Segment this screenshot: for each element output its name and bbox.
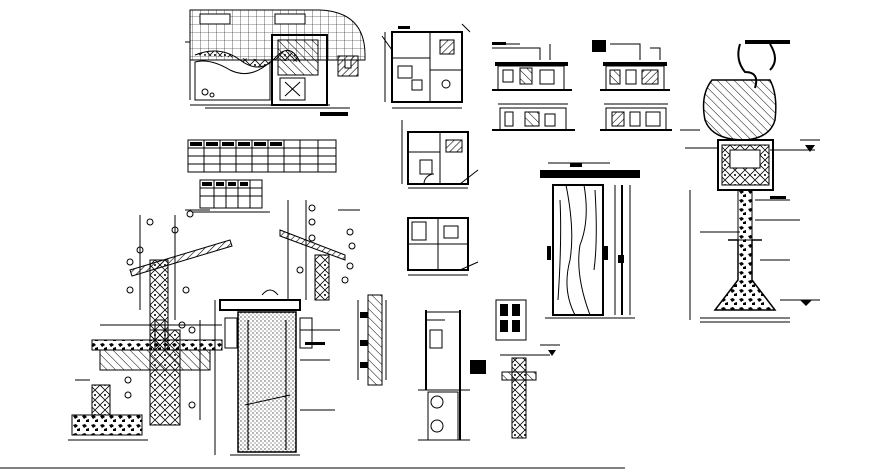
foundation-small xyxy=(68,376,148,441)
small-footing xyxy=(500,344,560,439)
water-tank-section xyxy=(680,40,820,323)
roof-detail-left xyxy=(126,209,233,351)
column-section xyxy=(214,289,340,456)
door-detail xyxy=(540,162,640,319)
foundation-left xyxy=(91,320,223,426)
floor-plan-main xyxy=(381,23,471,109)
elevation-b xyxy=(592,40,670,91)
small-table xyxy=(192,179,270,213)
stair-section xyxy=(418,299,527,441)
schedule-table xyxy=(187,139,337,173)
room-plan-upper xyxy=(401,120,479,189)
site-plan xyxy=(185,9,366,116)
section-b xyxy=(600,103,672,131)
section-a xyxy=(492,103,575,131)
room-plan-lower xyxy=(407,217,479,276)
elevation-a xyxy=(492,42,572,91)
vertical-detail xyxy=(357,294,387,386)
roof-detail-mid xyxy=(279,200,360,301)
